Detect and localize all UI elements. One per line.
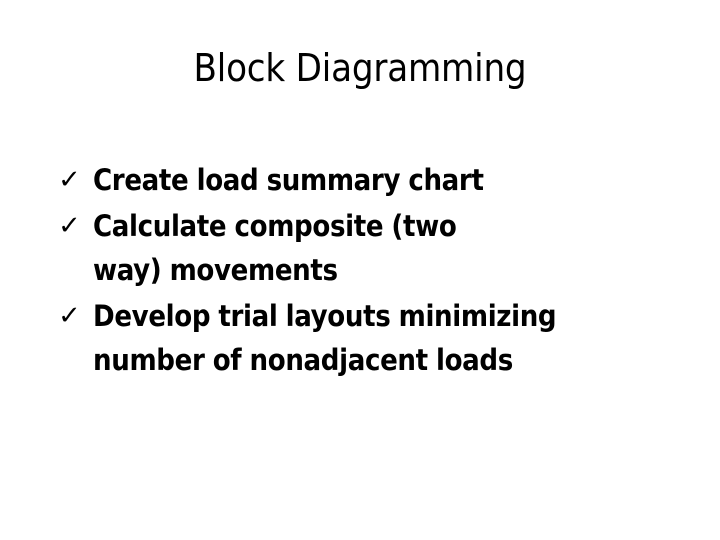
list-item[interactable]: ✓ Develop trial layouts minimizing numbe… [58,294,670,382]
list-item-label: Create load summary chart [93,163,484,197]
list-item-label: Calculate composite (two way) movements [93,209,457,287]
checkmark-icon: ✓ [58,165,81,195]
list-item[interactable]: ✓ Create load summary chart [58,158,670,202]
page-title: Block Diagramming [193,46,527,90]
list-item[interactable]: ✓ Calculate composite (two way) movement… [58,204,670,292]
checkmark-icon: ✓ [58,211,81,241]
checkmark-icon: ✓ [58,301,81,331]
bullet-list: ✓ Create load summary chart ✓ Calculate … [58,158,670,384]
list-item-label: Develop trial layouts minimizing number … [93,299,557,377]
